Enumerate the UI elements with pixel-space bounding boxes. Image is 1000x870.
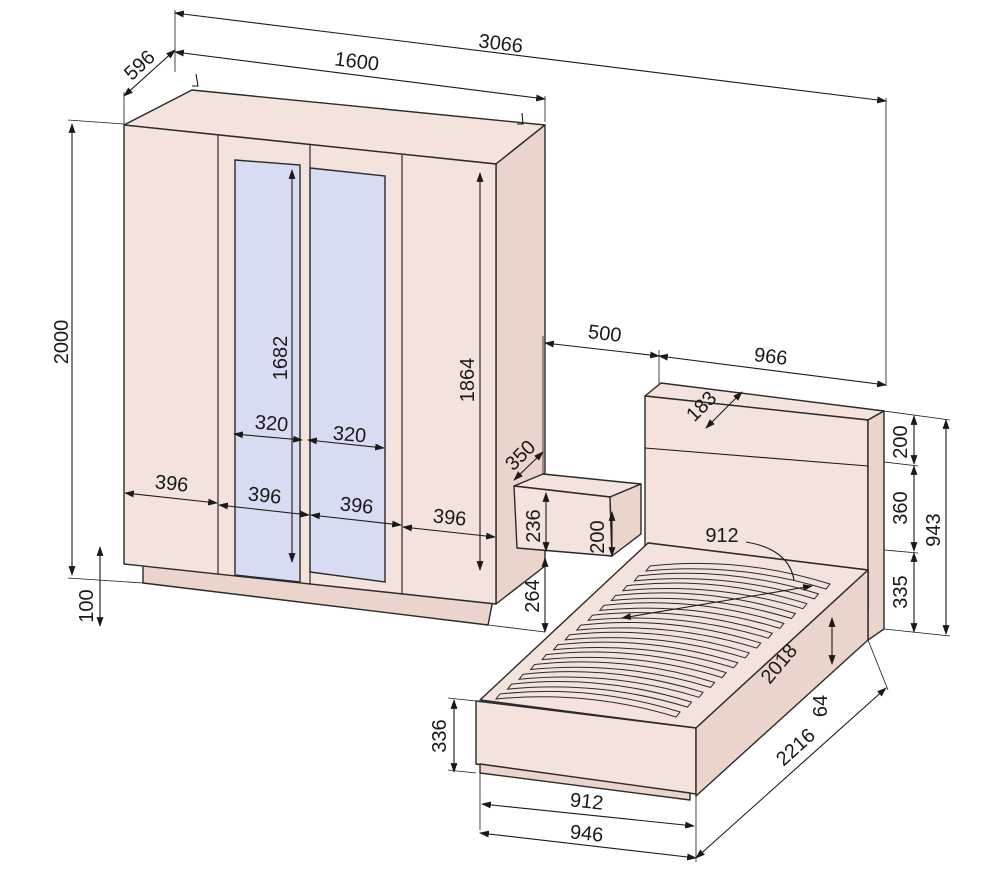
label-door-4: 396: [432, 505, 467, 530]
dim-door-4: [402, 524, 496, 540]
dim-door-3: [310, 512, 402, 528]
label-elevation: 264: [522, 579, 544, 612]
dim-slat-length: [621, 584, 813, 620]
label-door-1: 396: [154, 471, 189, 496]
dim-mirror-left: [233, 431, 303, 443]
ext-line: [883, 410, 951, 421]
label-mirror-right: 320: [332, 423, 367, 448]
label-inner-width: 912: [569, 789, 604, 814]
nightstand: [513, 473, 642, 557]
dim-width: [174, 49, 546, 102]
dim-door-2: [218, 502, 310, 518]
bed-slat: [552, 641, 739, 669]
label-headboard-width: 966: [753, 344, 789, 370]
dim-slat-width-leader: [745, 541, 795, 581]
label-panel-low: 335: [890, 575, 912, 608]
dimension-lines: [67, 10, 951, 862]
bed-slat: [541, 651, 728, 679]
dim-nightstand-depth: [513, 451, 544, 481]
label-panel-top: 200: [890, 425, 912, 458]
wardrobe: [123, 73, 546, 626]
label-gap: 500: [587, 321, 623, 347]
headboard-panel-line: [644, 447, 869, 467]
dim-mirror-right: [307, 437, 385, 451]
nightstand-side: [609, 483, 642, 557]
headboard-side: [867, 410, 885, 641]
label-total-width: 3066: [477, 30, 524, 57]
label-headboard-height: 943: [923, 513, 945, 546]
label-nightstand-height: 236: [523, 509, 545, 542]
dim-headboard-width: [658, 353, 887, 388]
bed-slat: [506, 681, 693, 708]
dim-total-width: [174, 10, 887, 104]
dim-gap: [544, 340, 660, 359]
dim-depth: [123, 49, 176, 97]
label-drawer: 200: [587, 520, 609, 553]
mirror-right: [309, 167, 386, 583]
label-mirror-height: 1682: [270, 336, 292, 381]
ext-line: [447, 697, 477, 702]
label-frame-height: 336: [429, 719, 451, 752]
bed-foot-plinth: [479, 763, 691, 801]
top-hook-right: [517, 112, 524, 125]
label-plinth: 100: [76, 589, 98, 622]
label-depth: 596: [120, 46, 159, 85]
ext-line: [487, 624, 546, 633]
top-hook-left: [192, 73, 199, 87]
dim-length: [695, 687, 887, 859]
ext-line: [67, 577, 144, 584]
bed-slat: [564, 631, 751, 659]
label-slat-width: 912: [705, 525, 738, 547]
ext-line: [67, 119, 125, 125]
ext-line: [883, 628, 951, 637]
ext-line: [883, 549, 919, 554]
ext-line: [883, 461, 919, 467]
label-door-2: 396: [247, 483, 282, 508]
bed-slat: [494, 690, 681, 718]
label-panel-mid: 360: [890, 491, 912, 524]
ext-line: [867, 639, 889, 691]
label-length: 2216: [772, 724, 820, 770]
dim-outer-width: [479, 830, 697, 861]
label-outer-width: 946: [569, 821, 604, 846]
dim-headboard-depth: [705, 391, 743, 429]
dim-inner-width: [481, 801, 695, 829]
label-width: 1600: [333, 48, 380, 75]
dim-door-1: [124, 490, 218, 506]
label-inner-height: 1864: [457, 358, 479, 403]
label-height: 2000: [51, 320, 73, 365]
label-door-3: 396: [339, 493, 374, 518]
bed-slat: [575, 621, 762, 649]
label-leg: 64: [810, 695, 832, 717]
label-mirror-left: 320: [254, 412, 289, 437]
ext-line: [447, 769, 477, 774]
